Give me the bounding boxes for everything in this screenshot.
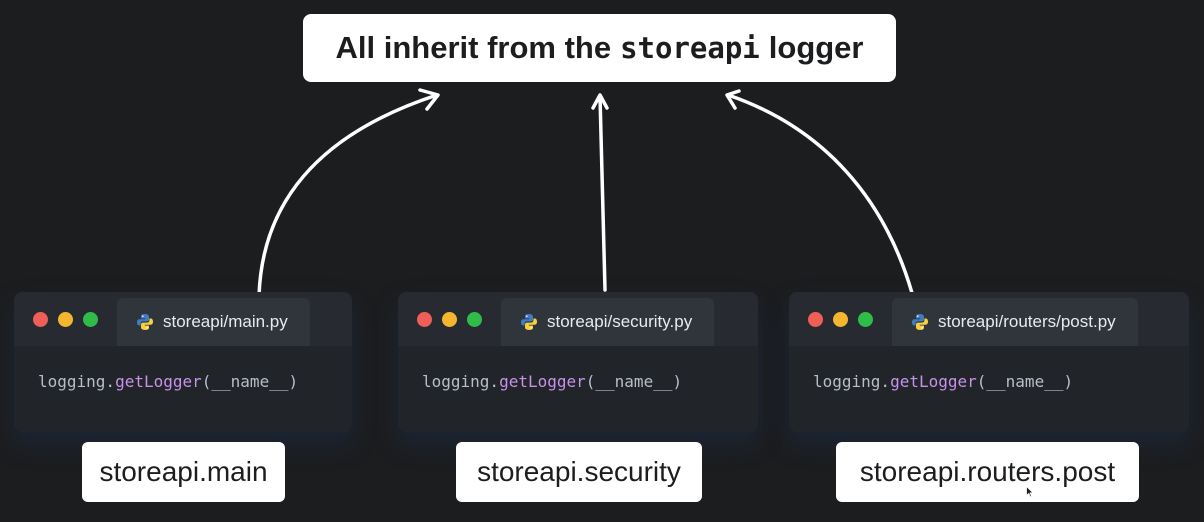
- file-tab-label: storeapi/main.py: [163, 312, 288, 331]
- window-titlebar: storeapi/routers/post.py: [789, 292, 1189, 346]
- file-tab-post[interactable]: storeapi/routers/post.py: [892, 298, 1138, 346]
- arrow-security-head: [591, 93, 609, 110]
- title-code: storeapi: [620, 31, 760, 65]
- code-line: logging.getLogger(__name__): [422, 372, 682, 391]
- arrow-main-head: [418, 88, 440, 111]
- code-function: getLogger: [499, 372, 586, 391]
- close-dot-icon[interactable]: [808, 312, 823, 327]
- mouse-pointer-icon: [1026, 486, 1034, 498]
- file-tab-main[interactable]: storeapi/main.py: [117, 298, 310, 346]
- minimize-dot-icon[interactable]: [442, 312, 457, 327]
- close-dot-icon[interactable]: [33, 312, 48, 327]
- logger-name-security: storeapi.security: [456, 442, 702, 502]
- close-dot-icon[interactable]: [417, 312, 432, 327]
- code-window-post: storeapi/routers/post.py logging.getLogg…: [789, 292, 1189, 432]
- file-tab-label: storeapi/security.py: [547, 312, 693, 331]
- code-line: logging.getLogger(__name__): [813, 372, 1073, 391]
- arrow-post-head: [725, 89, 741, 110]
- arrow-main: [257, 93, 439, 298]
- maximize-dot-icon[interactable]: [467, 312, 482, 327]
- python-icon: [137, 314, 153, 330]
- arrow-post: [726, 93, 914, 295]
- maximize-dot-icon[interactable]: [83, 312, 98, 327]
- python-icon: [912, 314, 928, 330]
- window-titlebar: storeapi/security.py: [398, 292, 758, 346]
- code-line: logging.getLogger(__name__): [38, 372, 298, 391]
- code-function: getLogger: [890, 372, 977, 391]
- code-object: logging.: [422, 372, 500, 391]
- minimize-dot-icon[interactable]: [58, 312, 73, 327]
- logger-name-text: storeapi.security: [477, 456, 681, 487]
- maximize-dot-icon[interactable]: [858, 312, 873, 327]
- code-object: logging.: [38, 372, 116, 391]
- code-function: getLogger: [115, 372, 202, 391]
- minimize-dot-icon[interactable]: [833, 312, 848, 327]
- title-prefix: All inherit from the: [335, 30, 612, 65]
- code-args: (__name__): [585, 372, 683, 391]
- file-tab-label: storeapi/routers/post.py: [938, 312, 1116, 331]
- logger-name-post: storeapi.routers.post: [836, 442, 1139, 502]
- logger-name-text: storeapi.main: [99, 456, 268, 487]
- python-icon: [521, 314, 537, 330]
- title-suffix: logger: [768, 30, 864, 65]
- file-tab-security[interactable]: storeapi/security.py: [501, 298, 715, 346]
- code-window-main: storeapi/main.py logging.getLogger(__nam…: [14, 292, 352, 432]
- code-args: (__name__): [976, 372, 1074, 391]
- logger-name-text: storeapi.routers.post: [859, 456, 1116, 487]
- diagram-title: All inherit from the storeapi logger: [303, 14, 896, 82]
- arrow-security: [598, 94, 607, 292]
- code-window-security: storeapi/security.py logging.getLogger(_…: [398, 292, 758, 432]
- logger-name-main: storeapi.main: [82, 442, 285, 502]
- window-titlebar: storeapi/main.py: [14, 292, 352, 346]
- code-args: (__name__): [201, 372, 299, 391]
- code-object: logging.: [813, 372, 891, 391]
